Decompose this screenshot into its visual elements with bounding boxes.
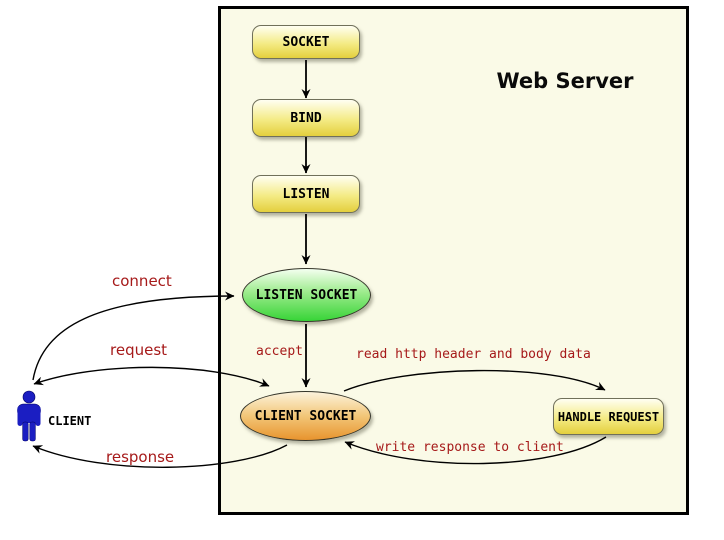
edge-connect [32,291,235,381]
node-socket: SOCKET [252,25,360,59]
page-title: Web Server [496,69,634,93]
node-listen-label: LISTEN [282,186,330,202]
edge-label-read-http: read http header and body data [356,347,591,362]
node-client-socket-label: CLIENT SOCKET [254,408,357,424]
node-handle-request-label: HANDLE REQUEST [557,409,660,424]
client-person-icon [17,390,41,442]
node-client-socket: CLIENT SOCKET [240,391,371,441]
edge-label-write-response: write response to client [376,440,564,455]
edge-label-request: request [110,341,168,359]
node-bind-label: BIND [290,110,322,126]
node-socket-label: SOCKET [282,34,330,50]
node-handle-request: HANDLE REQUEST [553,398,664,435]
client-actor-label: CLIENT [48,414,92,428]
node-bind: BIND [252,99,360,137]
edge-label-response: response [106,448,175,466]
node-listen: LISTEN [252,175,360,213]
node-listen-socket-label: LISTEN SOCKET [255,287,358,303]
node-listen-socket: LISTEN SOCKET [242,268,371,322]
edge-label-accept: accept [256,344,303,359]
edge-label-connect: connect [112,272,172,290]
